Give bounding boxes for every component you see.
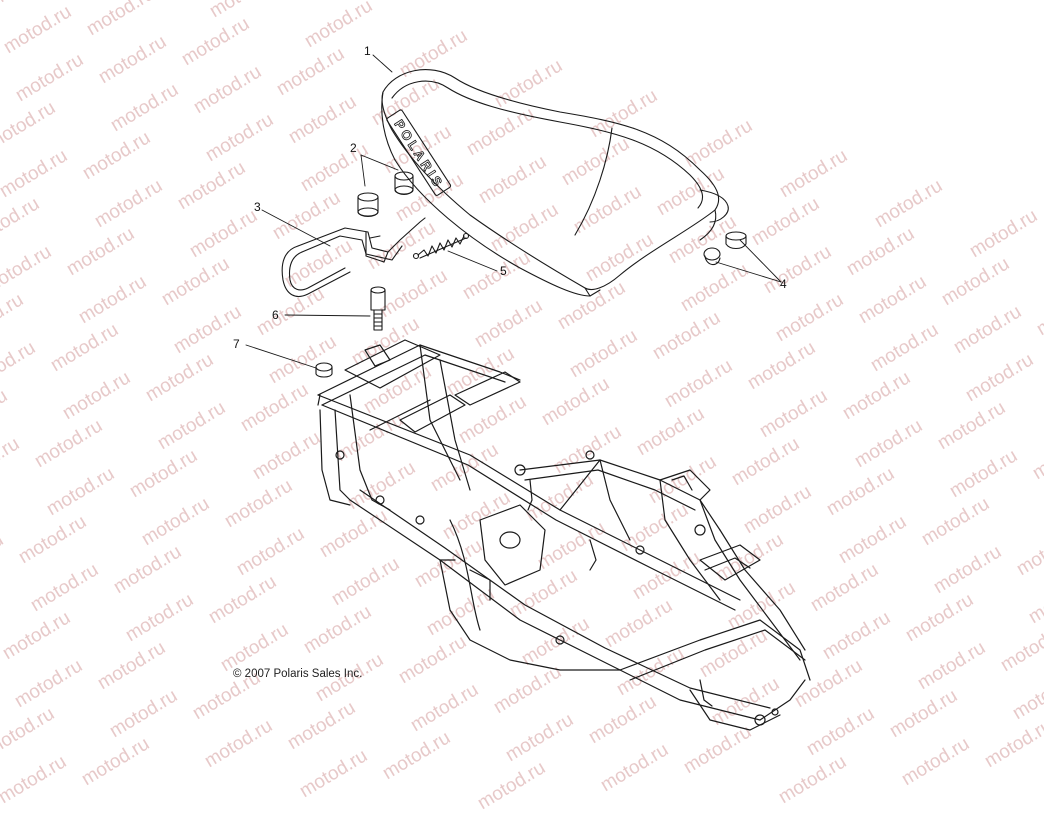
callout-1: 1 <box>364 44 371 58</box>
copyright-notice: © 2007 Polaris Sales Inc. <box>233 668 363 680</box>
callout-6: 6 <box>272 308 279 322</box>
atv-frame <box>317 339 811 731</box>
diagram-artwork: POLARIS <box>245 54 811 731</box>
seat-latch-bracket <box>281 217 426 298</box>
seat-brand-lettering: POLARIS <box>386 109 452 196</box>
spring-part <box>412 232 470 260</box>
latch-post-part <box>370 286 386 331</box>
seat-brand-text: POLARIS <box>391 117 446 191</box>
callout-5: 5 <box>500 264 507 278</box>
rear-bumpers <box>703 231 747 266</box>
seat-part: POLARIS <box>381 69 729 297</box>
callout-4: 4 <box>780 277 787 291</box>
callout-2: 2 <box>350 141 357 155</box>
callout-7: 7 <box>233 337 240 351</box>
nut-part <box>315 362 333 378</box>
leader-lines <box>245 54 782 369</box>
front-bumpers <box>357 171 414 218</box>
callout-3: 3 <box>254 200 261 214</box>
